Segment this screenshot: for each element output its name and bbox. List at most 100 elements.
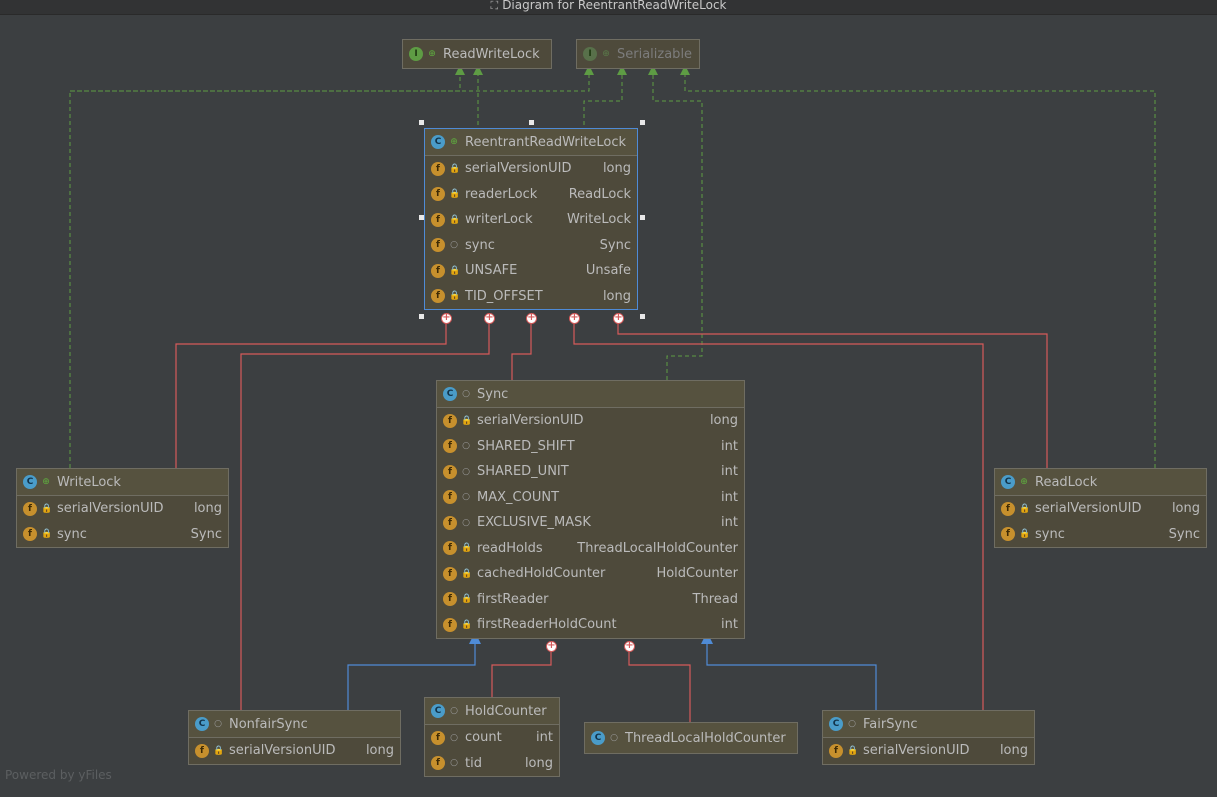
- edge-sync-serializable: [648, 65, 703, 380]
- class-name: WriteLock: [57, 474, 121, 490]
- field-icon: f: [829, 743, 843, 758]
- class-name: ReentrantReadWriteLock: [465, 134, 627, 150]
- field-type: Unsafe: [585, 263, 631, 279]
- package-private-icon: ○: [848, 719, 856, 729]
- class-reentrantreadwritelock[interactable]: C ⊕ ReentrantReadWriteLock f🔒serialVersi…: [424, 128, 638, 310]
- selection-handle[interactable]: [640, 120, 645, 125]
- selection-handle[interactable]: [640, 314, 645, 319]
- package-private-icon: ○: [462, 389, 470, 399]
- field-icon: f: [431, 289, 445, 304]
- field-name: cachedHoldCounter: [477, 566, 606, 582]
- interface-serializable[interactable]: I ⊕ Serializable: [576, 39, 700, 69]
- selection-handle[interactable]: [529, 120, 534, 125]
- field-type: long: [602, 288, 631, 304]
- field-name: EXCLUSIVE_MASK: [477, 515, 591, 531]
- private-icon: 🔒: [461, 568, 473, 579]
- diagram-icon: ⛶: [490, 0, 499, 12]
- field-type: Sync: [599, 237, 631, 253]
- field-name: sync: [57, 526, 87, 542]
- private-icon: 🔒: [41, 503, 53, 514]
- public-icon: ⊕: [428, 49, 436, 59]
- field-type: long: [365, 743, 394, 759]
- edge-readlock-serializable: [680, 65, 1156, 468]
- field-icon: f: [443, 413, 457, 428]
- public-icon: ⊕: [1020, 477, 1028, 487]
- field-icon: f: [195, 743, 209, 758]
- field-type: long: [602, 161, 631, 177]
- field-type: Thread: [692, 591, 738, 607]
- field-type: Sync: [190, 526, 222, 542]
- inner-class-connector-icon: +: [546, 640, 557, 652]
- edge-nonfair-sync: [347, 632, 481, 710]
- private-icon: 🔒: [461, 415, 473, 426]
- field-type: ReadLock: [568, 186, 631, 202]
- class-name: HoldCounter: [465, 703, 547, 719]
- interface-readwritelock[interactable]: I ⊕ ReadWriteLock: [402, 39, 552, 69]
- edge-writelock-serializable: [70, 65, 594, 92]
- selection-handle[interactable]: [419, 314, 424, 319]
- class-header: C ⊕ WriteLock: [17, 469, 228, 496]
- selection-handle[interactable]: [419, 215, 424, 220]
- field-icon: f: [431, 730, 445, 745]
- field-name: SHARED_UNIT: [477, 464, 569, 480]
- field-type: int: [721, 438, 738, 454]
- field-icon: f: [443, 592, 457, 607]
- selection-handle[interactable]: [640, 215, 645, 220]
- field-icon: f: [431, 187, 445, 202]
- private-icon: 🔒: [461, 619, 473, 630]
- field-type: ThreadLocalHoldCounter: [577, 540, 738, 556]
- field-type: int: [721, 515, 738, 531]
- class-name: ThreadLocalHoldCounter: [625, 730, 786, 746]
- edge-rrwl-sync: [511, 319, 532, 380]
- field-icon: f: [443, 566, 457, 581]
- field-type: int: [721, 489, 738, 505]
- field-name: serialVersionUID: [1035, 501, 1142, 517]
- class-header: C ⊕ ReentrantReadWriteLock: [425, 129, 637, 156]
- class-header: C ○ NonfairSync: [189, 711, 400, 738]
- package-private-icon: ○: [462, 492, 470, 503]
- edge-rrwl-readlock: [617, 319, 1048, 468]
- package-private-icon: ○: [610, 733, 618, 743]
- private-icon: 🔒: [461, 594, 473, 605]
- class-icon: C: [431, 704, 445, 718]
- field-name: MAX_COUNT: [477, 489, 560, 505]
- interface-icon: I: [409, 47, 423, 61]
- class-threadlocalholdcounter[interactable]: C ○ ThreadLocalHoldCounter: [584, 722, 798, 754]
- field-type: int: [536, 730, 553, 746]
- class-icon: C: [23, 475, 37, 489]
- public-icon: ⊕: [450, 137, 458, 147]
- selection-handle[interactable]: [419, 120, 424, 125]
- inner-class-connector-icon: +: [613, 312, 624, 324]
- field-type: int: [721, 464, 738, 480]
- package-private-icon: ○: [450, 240, 458, 251]
